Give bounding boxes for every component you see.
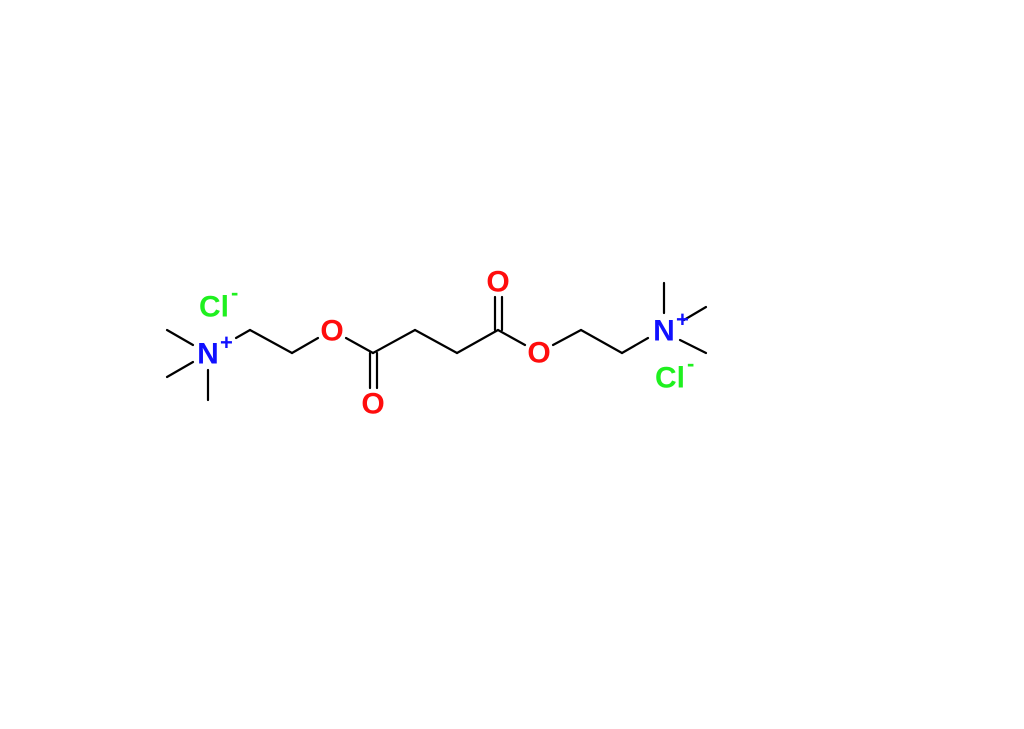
atom-n-left: N	[197, 338, 219, 371]
atom-cl-right: Cl	[655, 362, 685, 395]
bond-c7-c8	[579, 328, 624, 355]
atom-o-ester-left: O	[320, 315, 343, 348]
bond-o2-c7	[551, 328, 583, 347]
bond-o1-c3	[344, 336, 375, 355]
charge-cl-left: -	[231, 280, 238, 305]
charge-n-left: +	[220, 330, 233, 355]
bond-c6-o2	[496, 328, 527, 347]
bond-c2-o1	[290, 336, 320, 355]
bond-c1-c2	[248, 328, 294, 355]
bond-methyl-6	[678, 338, 708, 355]
bond-c4-c5	[413, 328, 459, 355]
bond-n-c1	[234, 328, 252, 340]
charge-cl-right: -	[687, 351, 694, 376]
bonds	[165, 281, 708, 402]
atom-n-right: N	[653, 315, 675, 348]
bond-methyl-1	[165, 328, 195, 347]
atom-o-ester-right: O	[527, 337, 550, 370]
bond-c3-c4	[371, 328, 417, 355]
atoms: N + O O O O N + Cl - Cl -	[197, 266, 694, 421]
bond-methyl-5	[682, 305, 708, 322]
bond-c8-n	[620, 336, 650, 355]
atom-o-carbonyl-left: O	[361, 388, 384, 421]
atom-o-carbonyl-right: O	[486, 266, 509, 299]
bond-methyl-2	[165, 360, 195, 379]
bond-c5-c6	[455, 328, 500, 355]
atom-cl-left: Cl	[199, 291, 229, 324]
charge-n-right: +	[676, 307, 689, 332]
